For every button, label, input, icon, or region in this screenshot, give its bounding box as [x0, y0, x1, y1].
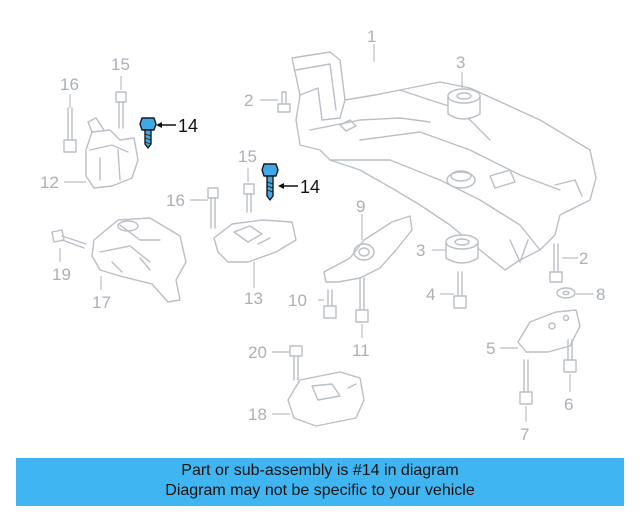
bracket-part-5	[517, 309, 581, 353]
mount-part-18	[287, 371, 365, 427]
bolt-part-15-middle	[243, 183, 255, 213]
bolt-part-10	[323, 289, 337, 319]
callout-17: 17	[92, 293, 111, 312]
callout-2-upper: 2	[244, 91, 253, 110]
callout-6: 6	[564, 395, 573, 414]
bolt-part-2-right	[549, 243, 563, 283]
parts-diagram: 1 2 2 3 3 4 5 6 7 8 9 10 11 12 13 14 14 …	[40, 27, 605, 444]
callout-11: 11	[352, 341, 370, 360]
callout-16-left: 16	[60, 75, 79, 94]
bracket-part-13	[213, 219, 297, 263]
bushing-part-3-lower	[445, 234, 479, 264]
callout-4: 4	[426, 285, 435, 304]
bolt-part-2-upper	[277, 91, 291, 113]
bolt-part-16-left	[63, 107, 77, 153]
bolt-part-14-upper[interactable]	[139, 117, 157, 149]
callout-14-middle[interactable]: 14	[300, 177, 320, 197]
callout-5: 5	[486, 339, 495, 358]
callout-labels: 1 2 2 3 3 4 5 6 7 8 9 10 11 12 13 14 14 …	[40, 27, 605, 444]
subframe-part-1	[291, 51, 597, 271]
transmission-mount-part-17	[91, 217, 187, 303]
callout-18: 18	[248, 405, 267, 424]
leader-lines	[59, 44, 594, 422]
callout-16-middle: 16	[166, 191, 185, 210]
callout-9: 9	[356, 197, 365, 216]
bolt-part-4	[453, 271, 467, 309]
torque-link-part-9	[323, 215, 413, 283]
bolt-part-7	[519, 359, 533, 405]
callout-3-upper: 3	[456, 53, 465, 72]
callout-10: 10	[288, 291, 307, 310]
banner-line-part-number: Part or sub-assembly is #14 in diagram	[181, 462, 459, 479]
callout-12: 12	[40, 173, 59, 192]
bolt-part-14-middle[interactable]	[261, 163, 279, 201]
bolt-part-16-middle	[207, 187, 219, 229]
bolt-part-20	[289, 345, 303, 381]
callout-20: 20	[248, 343, 267, 362]
callout-19: 19	[52, 265, 71, 284]
bolt-part-11	[355, 277, 369, 323]
engine-mount-part-12	[85, 117, 139, 189]
bolt-part-19	[51, 229, 87, 249]
callout-13: 13	[244, 289, 263, 308]
washer-part-8	[556, 287, 576, 299]
bushing-part-3-upper	[447, 88, 481, 120]
callout-1: 1	[367, 27, 376, 46]
banner-line-disclaimer: Diagram may not be specific to your vehi…	[165, 482, 475, 499]
bolt-part-15-left	[115, 91, 127, 129]
callout-7: 7	[520, 425, 529, 444]
bolts-faded	[51, 91, 577, 405]
callout-3-lower: 3	[416, 241, 425, 260]
bolt-part-6	[563, 339, 577, 373]
callout-15-left: 15	[111, 55, 130, 74]
callout-15-middle: 15	[238, 147, 257, 166]
callout-8: 8	[596, 285, 605, 304]
callout-2-right: 2	[579, 249, 588, 268]
info-banner: Part or sub-assembly is #14 in diagram D…	[16, 458, 624, 506]
callout-14-upper[interactable]: 14	[178, 116, 198, 136]
